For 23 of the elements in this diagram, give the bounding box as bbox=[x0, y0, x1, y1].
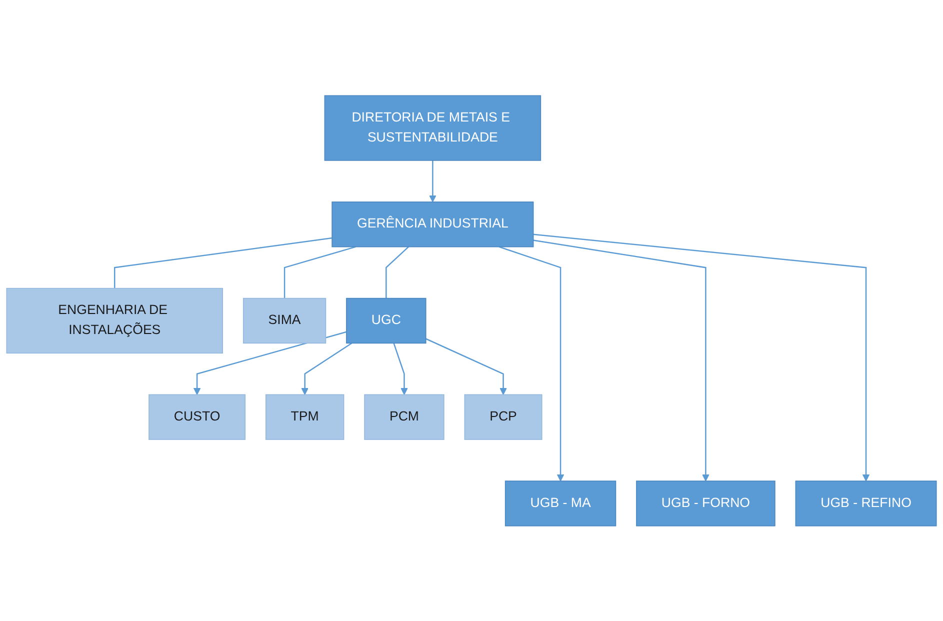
connector bbox=[386, 246, 409, 298]
arrow bbox=[498, 246, 564, 482]
arrow bbox=[193, 331, 347, 395]
arrow bbox=[393, 342, 408, 395]
node-box: UGC bbox=[346, 298, 426, 344]
node-box: ENGENHARIA DE INSTALAÇÕES bbox=[6, 288, 224, 354]
arrow bbox=[429, 160, 436, 202]
arrow bbox=[301, 342, 352, 395]
node-box: PCP bbox=[464, 394, 542, 440]
node-box: UGB - FORNO bbox=[636, 480, 776, 526]
node-box: UGB - MA bbox=[504, 480, 616, 526]
arrow bbox=[533, 234, 870, 482]
node-box: DIRETORIA DE METAIS E SUSTENTABILIDADE bbox=[324, 94, 542, 161]
arrow bbox=[533, 239, 710, 482]
arrow bbox=[426, 338, 507, 395]
connector bbox=[114, 237, 332, 288]
node-box: UGB - REFINO bbox=[795, 480, 937, 526]
node-box: SIMA bbox=[242, 298, 326, 344]
node-box: CUSTO bbox=[148, 394, 246, 440]
connector bbox=[284, 246, 356, 298]
node-box: PCM bbox=[364, 394, 444, 440]
node-box: GERÊNCIA INDUSTRIAL bbox=[332, 201, 534, 247]
node-box: TPM bbox=[265, 394, 344, 440]
